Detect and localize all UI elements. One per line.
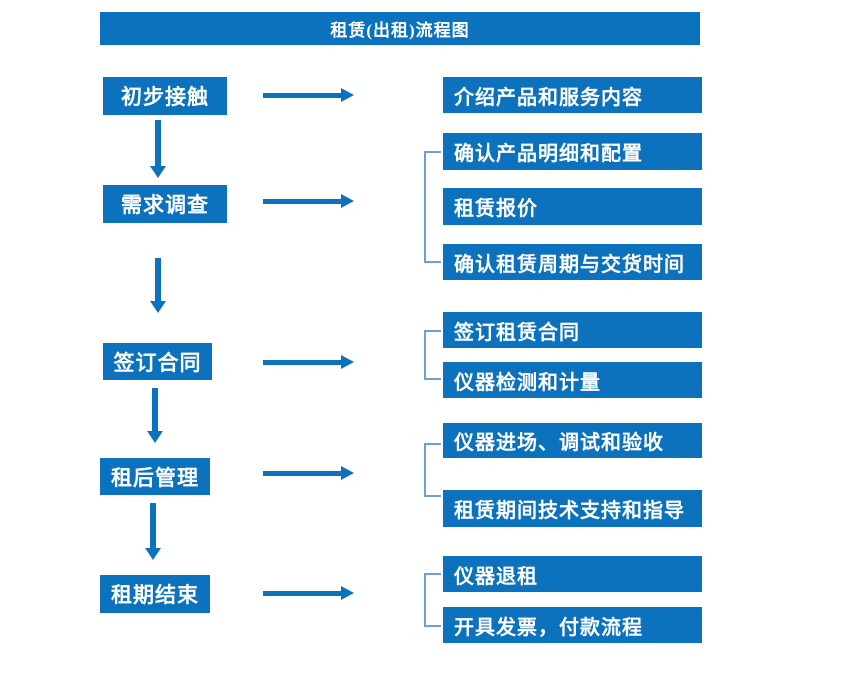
down-arrow-icon	[150, 258, 166, 313]
right-arrow-icon	[263, 194, 354, 208]
detail-box-rental-quote: 租赁报价	[443, 188, 702, 225]
detail-box-instrument-testing: 仪器检测和计量	[443, 362, 702, 398]
group-bracket	[424, 151, 441, 263]
detail-box-introduce-products: 介绍产品和服务内容	[443, 77, 702, 113]
group-bracket	[424, 573, 441, 627]
flowchart-title: 租赁(出租)流程图	[100, 12, 700, 45]
detail-box-tech-support: 租赁期间技术支持和指导	[443, 490, 702, 527]
step-box-post-rental: 租后管理	[100, 458, 210, 495]
detail-box-confirm-details: 确认产品明细和配置	[443, 133, 702, 170]
down-arrow-icon	[147, 388, 163, 443]
group-bracket	[424, 443, 441, 497]
right-arrow-icon	[263, 355, 354, 369]
step-box-sign-contract: 签订合同	[103, 343, 212, 380]
right-arrow-icon	[263, 586, 354, 600]
detail-box-instrument-return: 仪器退租	[443, 556, 702, 592]
step-box-demand-survey: 需求调查	[103, 185, 227, 223]
down-arrow-icon	[145, 503, 161, 560]
detail-box-instrument-entry: 仪器进场、调试和验收	[443, 423, 702, 458]
detail-box-confirm-period: 确认租赁周期与交货时间	[443, 244, 702, 280]
group-bracket	[424, 330, 441, 380]
step-box-rental-end: 租期结束	[100, 575, 210, 613]
down-arrow-icon	[150, 120, 166, 178]
detail-box-sign-rental-contract: 签订租赁合同	[443, 312, 702, 348]
right-arrow-icon	[263, 88, 354, 102]
right-arrow-icon	[263, 466, 354, 480]
step-box-initial-contact: 初步接触	[103, 77, 227, 115]
detail-box-invoice-payment: 开具发票，付款流程	[443, 607, 702, 643]
